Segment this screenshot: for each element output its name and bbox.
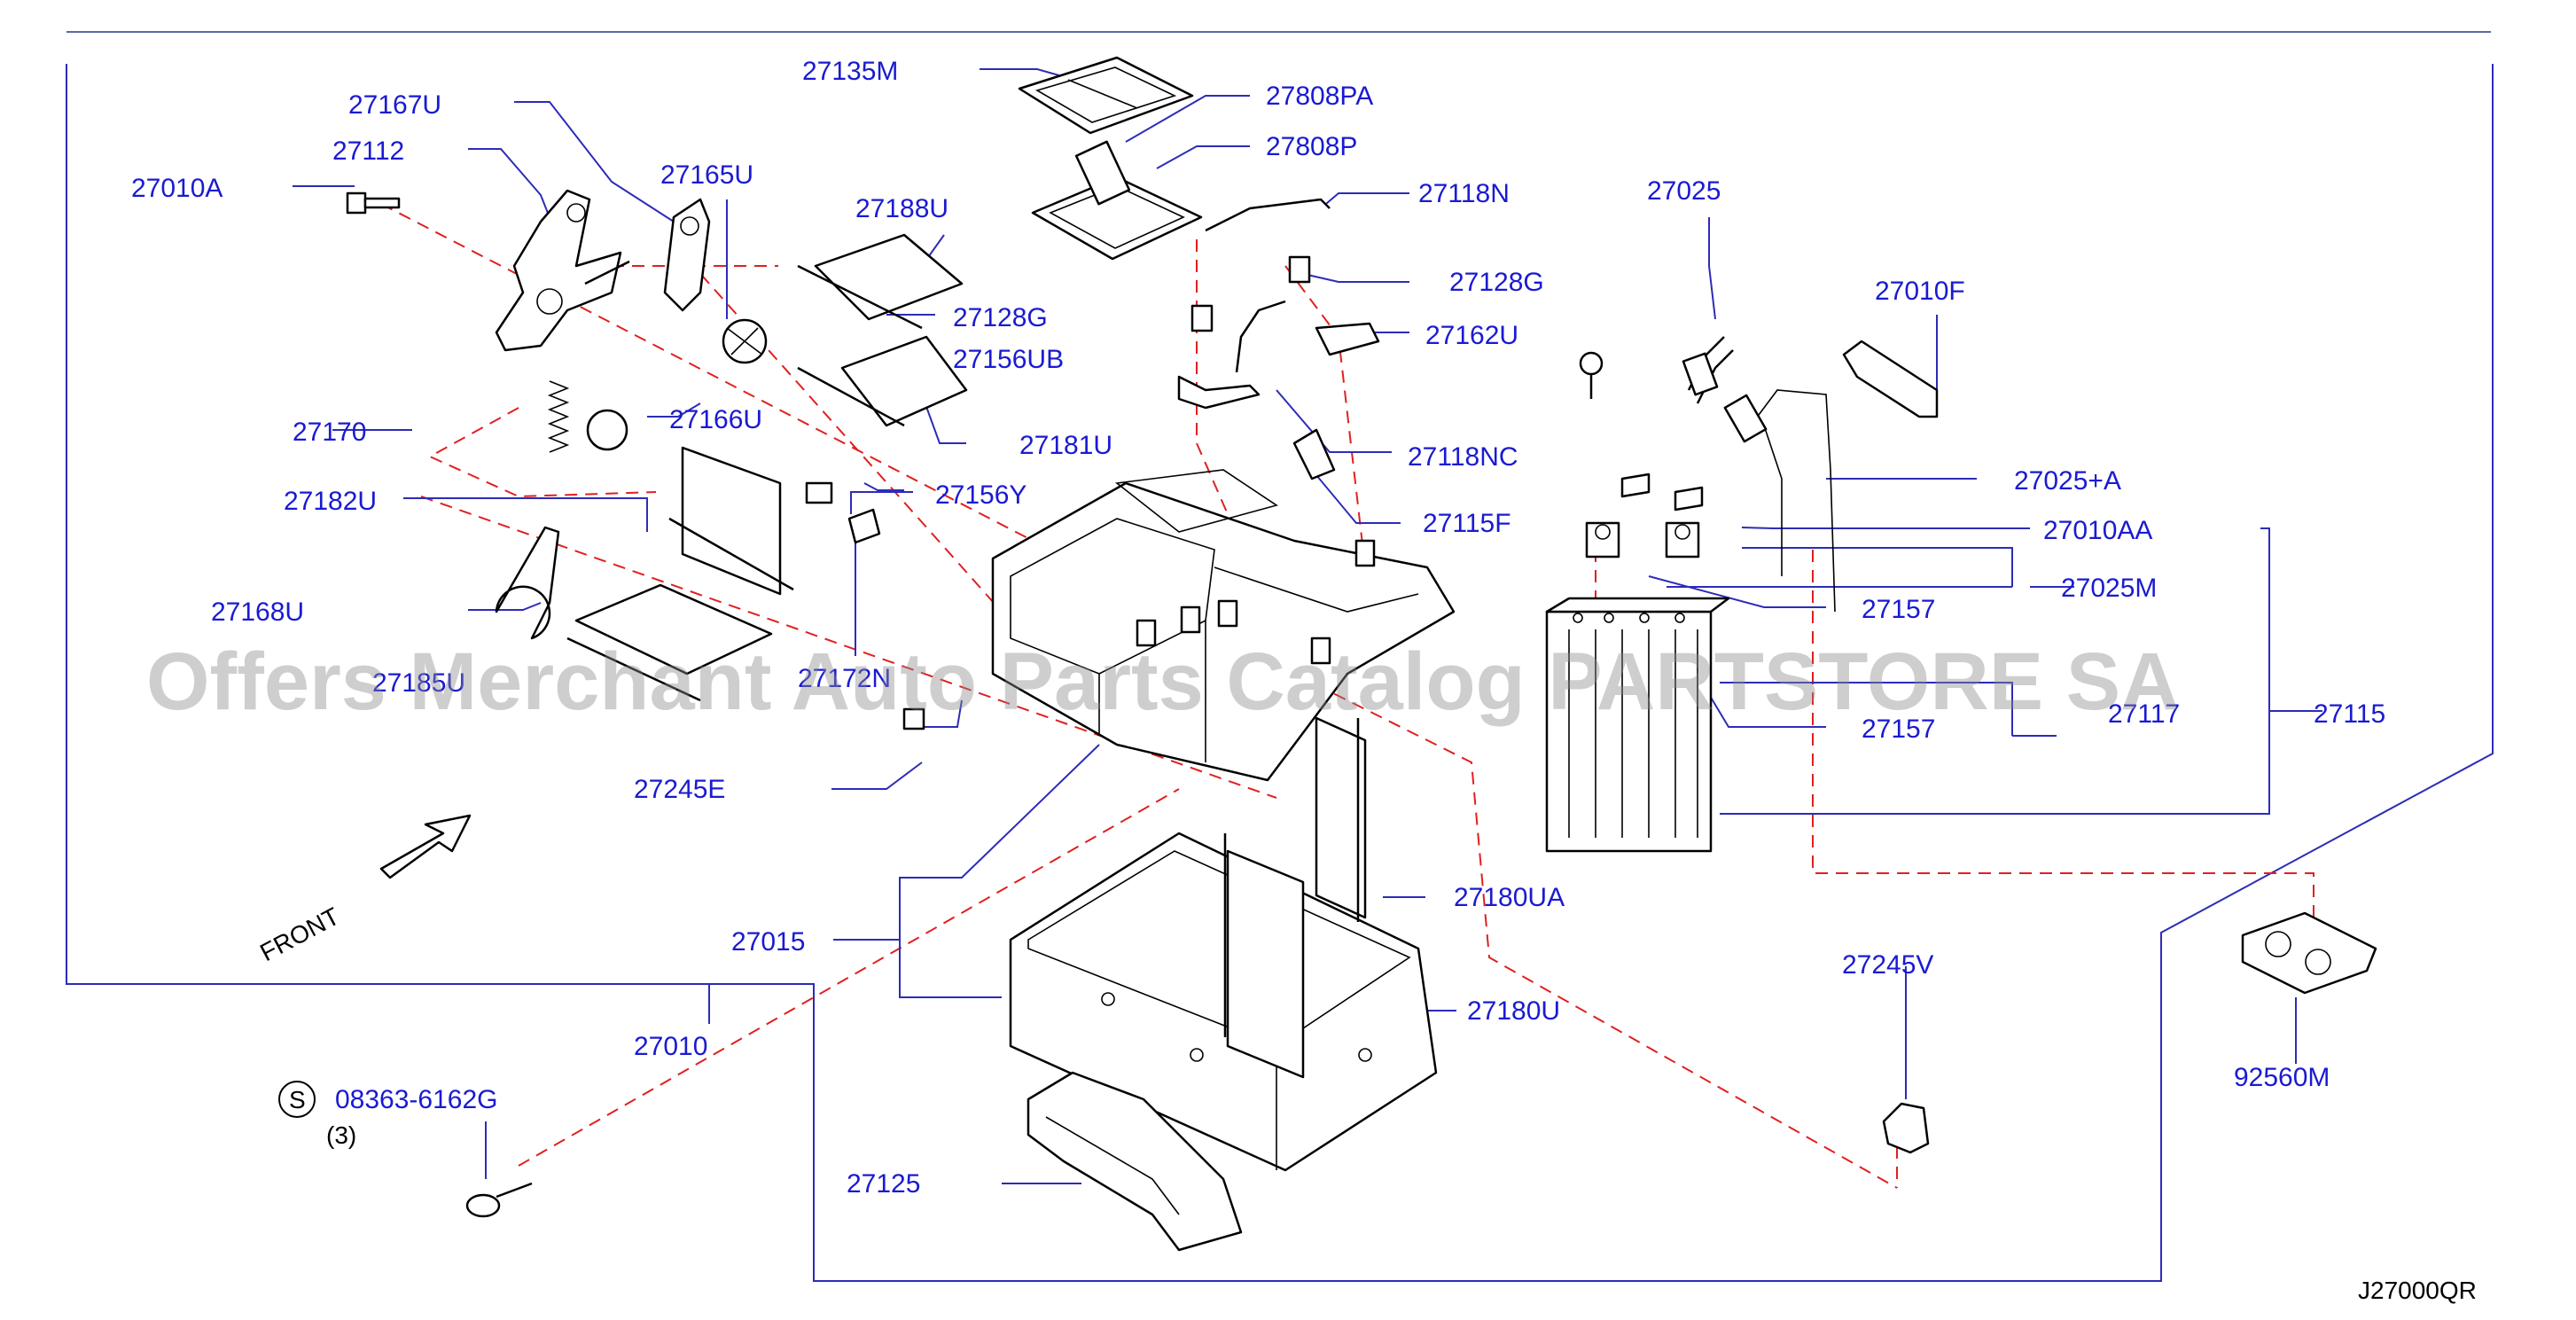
label-27185U: 27185U [372,668,465,698]
bolt-27010A [346,191,401,215]
hose-27118N [1205,198,1331,232]
label-27010F: 27010F [1875,277,1965,306]
lever-27167U [663,198,711,312]
label-27166U: 27166U [669,405,762,434]
filter-27188U [797,233,964,330]
label-27167U: 27167U [348,90,441,120]
plate-27115F [1292,428,1336,480]
clip-27245E [902,707,925,730]
diagram-code: J27000QR [2358,1277,2477,1304]
screw-symbol: S (3) [278,1081,356,1149]
label-27182U: 27182U [284,487,377,516]
seal-92560M [2241,911,2377,995]
label-27010: 27010 [634,1032,707,1061]
fittings-27157 [1585,473,1704,558]
label-27115: 27115 [2314,699,2385,729]
bracket-27010F [1842,340,1939,418]
screw-qty: (3) [326,1121,356,1149]
clip-27172N [847,508,881,544]
label-27808P: 27808P [1266,132,1357,161]
label-27115F: 27115F [1423,509,1511,538]
lever-27165U [722,318,768,364]
label-27181U: 27181U [1019,431,1112,460]
clip-27156Y [805,481,833,504]
label-27180UA: 27180UA [1454,883,1565,912]
label-27808PA: 27808PA [1266,82,1373,111]
label-27117: 27117 [2108,699,2180,729]
clip-27245V [1882,1102,1930,1154]
part-drawings [346,56,2377,1252]
label-27025: 27025 [1647,176,1721,206]
label-27015: 27015 [731,927,805,957]
filter-27182U [668,446,794,596]
front-label: FRONT [255,902,344,967]
core-27117 [1545,597,1730,853]
label-27135M: 27135M [802,57,898,86]
filter-27181U [797,335,968,427]
label-08363-6162G: 08363-6162G [335,1085,498,1114]
frame [66,31,2494,1282]
label-27025A: 27025+A [2014,466,2121,496]
screw-08363 [465,1182,533,1218]
label-27168U: 27168U [211,598,304,627]
label-27118N: 27118N [1418,179,1510,208]
pipe-27025A [1723,389,1836,613]
valve-27128G-b [1288,255,1311,284]
label-27128G-a: 27128G [1449,268,1544,297]
label-27125: 27125 [847,1169,920,1199]
label-27112: 27112 [332,137,404,166]
label-27172N: 27172N [798,664,891,693]
screw-symbol-letter: S [289,1086,306,1113]
valve-27128G-a [1190,304,1214,332]
door-27180U [1223,833,1305,1079]
case-27010 [1009,832,1438,1172]
label-27010A: 27010A [131,174,222,203]
label-27245E: 27245E [634,775,725,804]
label-27157-a: 27157 [1862,595,1935,624]
duct-27125 [1026,1071,1243,1252]
screw-upper [1579,351,1604,399]
label-27170: 27170 [293,418,366,447]
lever-27168U [495,526,560,640]
label-27157-b: 27157 [1862,715,1935,744]
housing-27015 [991,469,1456,782]
label-27025M: 27025M [2061,574,2157,603]
label-92560M: 92560M [2234,1063,2330,1092]
bracket-27162U [1315,322,1380,356]
hose-27118NC [1177,300,1286,410]
part-labels: 27135M 27808PA 27808P 27167U 27112 27010… [131,57,2385,1199]
label-27162U: 27162U [1425,321,1518,350]
label-27165U: 27165U [660,160,753,190]
label-27156UB: 27156UB [953,345,1064,374]
watermark: Offers Merchant Auto Parts Catalog PARTS… [146,637,2180,727]
label-27128G-b: 27128G [953,303,1048,332]
label-27188U: 27188U [855,194,948,223]
label-27118NC: 27118NC [1408,442,1518,472]
front-arrow-icon [379,814,472,879]
label-27010AA: 27010AA [2043,516,2152,545]
door-27180UA [1315,716,1367,922]
frame-27808PA [1031,140,1203,261]
label-27180U: 27180U [1467,996,1560,1026]
spring-27170 [547,380,628,453]
frame-27135M [1018,56,1194,135]
label-27245V: 27245V [1842,950,1933,980]
label-27156Y: 27156Y [935,480,1026,510]
filter-27185U [566,583,773,702]
linkage-27112 [495,189,630,352]
